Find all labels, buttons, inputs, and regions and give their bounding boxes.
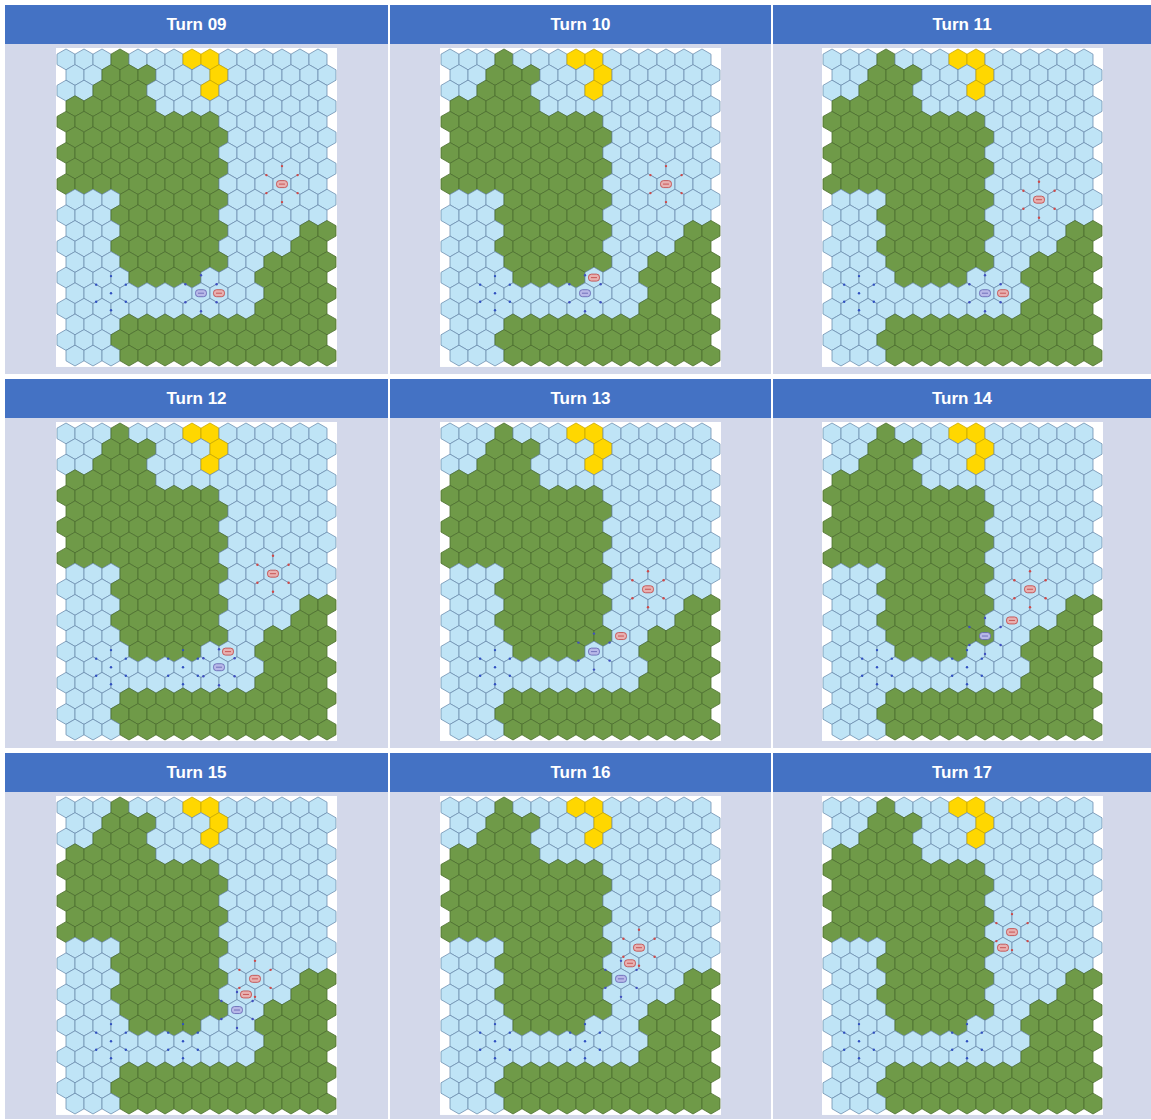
hex-map — [440, 796, 721, 1115]
header-text: Turn 14 — [932, 389, 992, 409]
hex-map — [822, 422, 1103, 741]
header-text: Turn 17 — [932, 763, 992, 783]
turn-header: Turn 11 — [773, 5, 1151, 44]
header-text: Turn 10 — [550, 15, 610, 35]
header-text: Turn 16 — [550, 763, 610, 783]
turn-header: Turn 10 — [390, 5, 771, 44]
header-text: Turn 11 — [932, 15, 991, 35]
header-text: Turn 09 — [166, 15, 226, 35]
turn-header: Turn 16 — [390, 753, 771, 792]
turn-header: Turn 09 — [5, 5, 388, 44]
turn-header: Turn 14 — [773, 379, 1151, 418]
header-text: Turn 13 — [550, 389, 610, 409]
hex-map — [56, 422, 337, 741]
hex-map — [822, 48, 1103, 367]
turn-header: Turn 13 — [390, 379, 771, 418]
hex-map — [56, 796, 337, 1115]
turn-header: Turn 17 — [773, 753, 1151, 792]
hex-map — [440, 422, 721, 741]
header-text: Turn 15 — [166, 763, 226, 783]
turn-header: Turn 12 — [5, 379, 388, 418]
hex-map — [56, 48, 337, 367]
header-text: Turn 12 — [166, 389, 226, 409]
turn-header: Turn 15 — [5, 753, 388, 792]
hex-map — [440, 48, 721, 367]
hex-map — [822, 796, 1103, 1115]
